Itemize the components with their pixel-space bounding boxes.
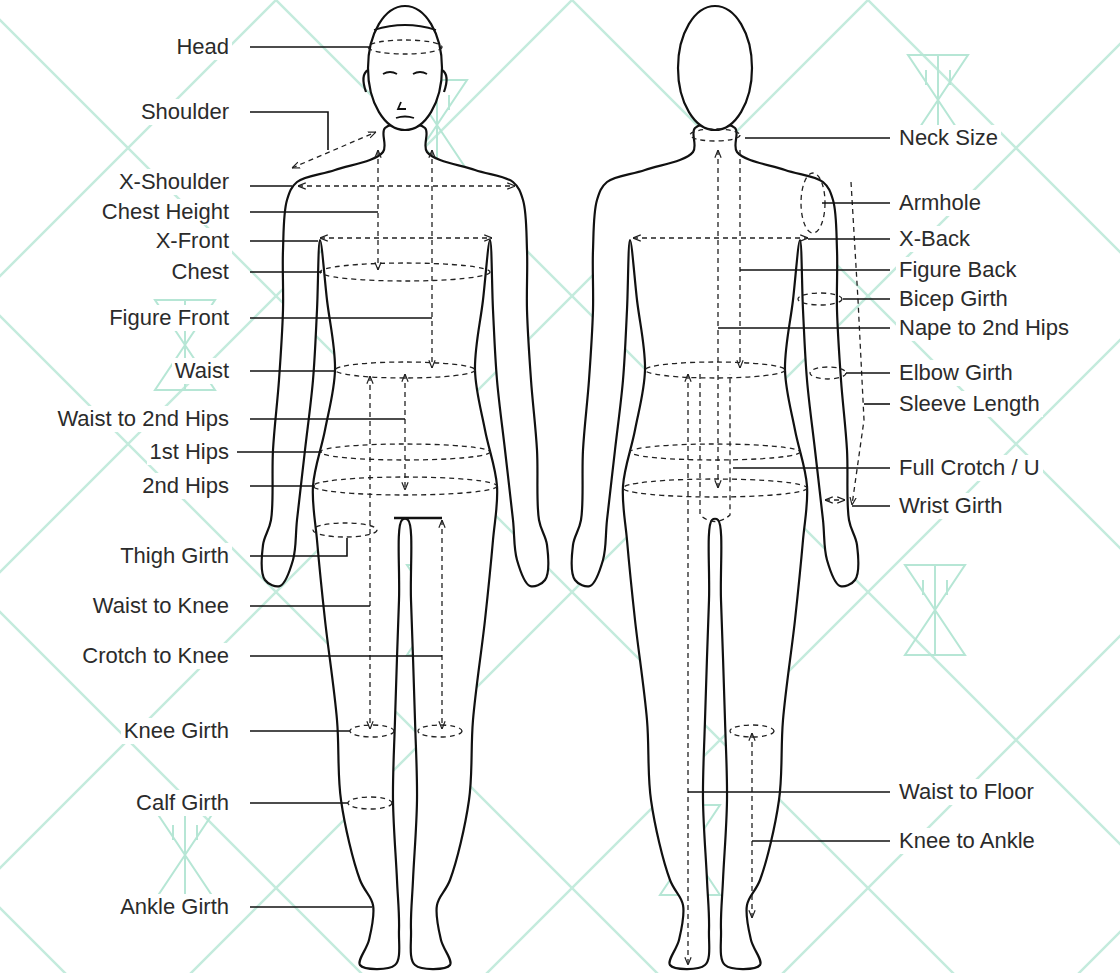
- measurement-label: Waist: [172, 358, 232, 384]
- back-figure: [572, 124, 859, 969]
- leader-line: [688, 791, 890, 793]
- leader-line: [718, 327, 890, 329]
- leader-line: [250, 605, 370, 607]
- measurement-guides: [292, 40, 864, 965]
- leader-line: [250, 538, 347, 556]
- measurement-label: 1st Hips: [147, 439, 232, 465]
- head-outline: [678, 6, 752, 130]
- face: [374, 25, 436, 118]
- leader-line: [250, 112, 328, 150]
- leader-line: [752, 840, 890, 842]
- leader-line: [250, 730, 350, 732]
- measurement-label: Knee Girth: [121, 718, 232, 744]
- leader-line: [843, 298, 890, 300]
- leader-line: [808, 238, 890, 240]
- measurement-label: X-Shoulder: [116, 169, 232, 195]
- leader-line: [250, 370, 335, 372]
- leader-line: [733, 467, 890, 469]
- ear: [363, 70, 446, 92]
- leader-line: [864, 403, 890, 405]
- front-figure: [262, 124, 549, 969]
- leader-line: [250, 240, 318, 242]
- measurement-label: Calf Girth: [133, 790, 232, 816]
- measurement-label: Waist to 2nd Hips: [54, 406, 232, 432]
- measurement-label: X-Front: [153, 228, 232, 254]
- measurement-label: Elbow Girth: [896, 360, 1016, 386]
- measurement-label: Waist to Floor: [896, 779, 1037, 805]
- crotch-line: [394, 517, 442, 520]
- measurement-label: Wrist Girth: [896, 493, 1005, 519]
- leader-line: [250, 317, 432, 319]
- measurement-label: Waist to Knee: [90, 593, 232, 619]
- leader-line: [237, 451, 322, 453]
- leader-line: [250, 802, 348, 804]
- leader-line: [250, 46, 370, 48]
- measurement-label: Sleeve Length: [896, 391, 1043, 417]
- measurement-label: Chest Height: [99, 199, 232, 225]
- leader-line: [846, 372, 890, 374]
- measurement-label: Shoulder: [138, 99, 232, 125]
- measurement-label: Nape to 2nd Hips: [896, 315, 1072, 341]
- measurement-label: Ankle Girth: [117, 894, 232, 920]
- leader-line: [822, 202, 890, 204]
- measurement-label: Armhole: [896, 190, 984, 216]
- measurement-label: Neck Size: [896, 125, 1001, 151]
- leader-line: [250, 906, 372, 908]
- leader-line: [250, 185, 292, 187]
- measurement-label: Figure Back: [896, 257, 1019, 283]
- leader-line: [250, 271, 322, 273]
- leader-line: [250, 485, 315, 487]
- measurement-label: Figure Front: [106, 305, 232, 331]
- leader-line: [250, 418, 405, 420]
- measurement-label: 2nd Hips: [139, 473, 232, 499]
- leader-line: [250, 655, 442, 657]
- measurement-label: Thigh Girth: [117, 543, 232, 569]
- leader-line: [852, 505, 890, 507]
- measurement-label: Bicep Girth: [896, 286, 1011, 312]
- leader-line: [745, 137, 890, 139]
- leader-line: [740, 269, 890, 271]
- measurement-label: Chest: [169, 259, 232, 285]
- measurement-label: Knee to Ankle: [896, 828, 1038, 854]
- measurement-label: X-Back: [896, 226, 973, 252]
- measurement-label: Full Crotch / U: [896, 455, 1043, 481]
- head-outline: [368, 6, 442, 130]
- leader-line: [250, 211, 378, 213]
- measurement-label: Crotch to Knee: [79, 643, 232, 669]
- measurement-label: Head: [173, 34, 232, 60]
